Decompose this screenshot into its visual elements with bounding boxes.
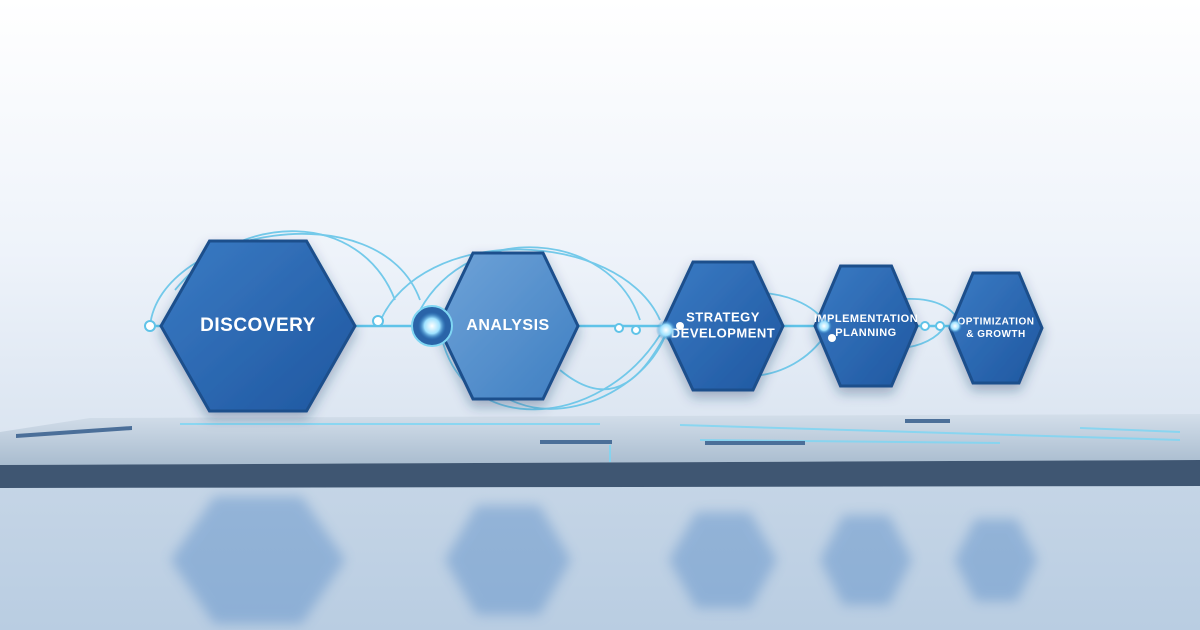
connector-node [676, 322, 684, 330]
hexagon-reflection [170, 496, 346, 624]
hexagon-shape [813, 264, 919, 388]
stage-label: STRATEGY [686, 309, 760, 324]
platform-top [0, 414, 1200, 465]
connector-node [828, 334, 836, 342]
hexagon-reflection [820, 515, 912, 605]
stage-hexagon-optimization: OPTIMIZATION & GROWTH [948, 271, 1044, 385]
hexagon-reflection [445, 505, 571, 615]
stage-label: DEVELOPMENT [671, 326, 775, 341]
connector-node [614, 323, 624, 333]
stage-label: OPTIMIZATION [958, 316, 1035, 327]
connector-node [935, 321, 945, 331]
stage-label: ANALYSIS [466, 317, 549, 334]
platform-edge [0, 460, 1200, 488]
connector-node [418, 312, 446, 340]
hexagon-shape [948, 271, 1044, 385]
hexagon-reflection [669, 512, 777, 608]
hexagon-reflection [954, 518, 1038, 602]
connector-node [144, 320, 156, 332]
stage-label: IMPLEMENTATION [814, 313, 918, 325]
platform-circuit-lines [180, 423, 1181, 462]
stage-label: & GROWTH [966, 329, 1026, 340]
connector-node [631, 325, 641, 335]
stage-hexagon-analysis: ANALYSIS [436, 251, 580, 401]
connector-node [656, 320, 676, 340]
hexagon-shape [661, 260, 785, 392]
stage-label: DISCOVERY [200, 315, 316, 336]
hexagon-reflections [170, 496, 1038, 624]
connector-node [372, 315, 384, 327]
hexagon-shape [159, 239, 357, 413]
stage-hexagon-discovery: DISCOVERY [159, 239, 357, 413]
connector-node [948, 319, 962, 333]
stage-hexagon-implementation: IMPLEMENTATION PLANNING [813, 264, 919, 388]
connector-node [816, 318, 832, 334]
connector-node [920, 321, 930, 331]
hexagon-shape [436, 251, 580, 401]
connector-nodes [144, 305, 962, 347]
stage-hexagon-strategy: STRATEGY DEVELOPMENT [661, 260, 785, 392]
platform-tiles [16, 419, 950, 445]
stage-label: PLANNING [835, 327, 896, 339]
